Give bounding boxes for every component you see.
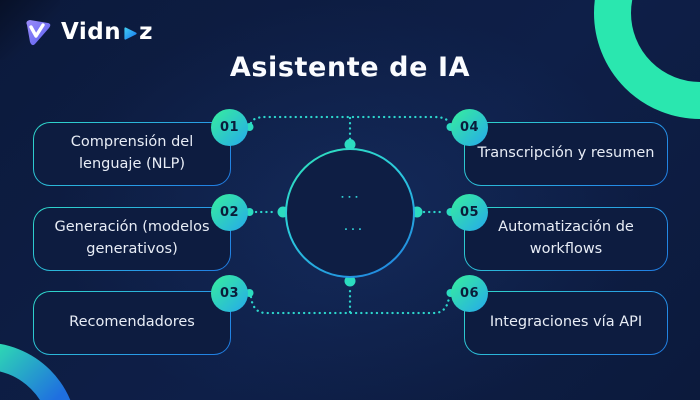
- feature-label: Automatización de workflows: [465, 208, 667, 270]
- chip-icon: [329, 196, 371, 230]
- number-badge: 03: [211, 275, 248, 312]
- feature-box-transcripcion: Transcripción y resumen: [464, 122, 668, 186]
- ai-hub-circle: [285, 148, 415, 278]
- feature-box-recomendadores: Recomendadores: [33, 291, 231, 355]
- feature-box-automatizacion: Automatización de workflows: [464, 207, 668, 271]
- feature-label: Integraciones vía API: [465, 292, 667, 354]
- number-badge: 05: [451, 194, 488, 231]
- ring-decoration-bottom-left: [0, 343, 71, 400]
- feature-box-nlp: Comprensión del lenguaje (NLP): [33, 122, 231, 186]
- brand-logo-icon: [26, 20, 51, 46]
- connector-bottom: [249, 295, 451, 315]
- number-badge: 04: [451, 109, 488, 146]
- brand-name-part: z: [139, 19, 154, 45]
- number-badge: 06: [451, 275, 488, 312]
- feature-label: Recomendadores: [34, 292, 230, 354]
- brand-play-icon: [124, 27, 137, 40]
- feature-box-integraciones: Integraciones vía API: [464, 291, 668, 355]
- number-badge: 01: [211, 109, 248, 146]
- feature-box-generacion: Generación (modelos generativos): [33, 207, 231, 271]
- number-badge: 02: [211, 194, 248, 231]
- feature-label: Generación (modelos generativos): [34, 208, 230, 270]
- ai-hub-circle-inner: [287, 150, 413, 276]
- connector-top: [249, 115, 451, 125]
- feature-label: Transcripción y resumen: [465, 123, 667, 185]
- brand-logo: Vidn z: [22, 16, 153, 48]
- page-title: Asistente de IA: [229, 52, 471, 83]
- feature-label: Comprensión del lenguaje (NLP): [34, 123, 230, 185]
- brand-name-part: Vidn: [61, 19, 122, 45]
